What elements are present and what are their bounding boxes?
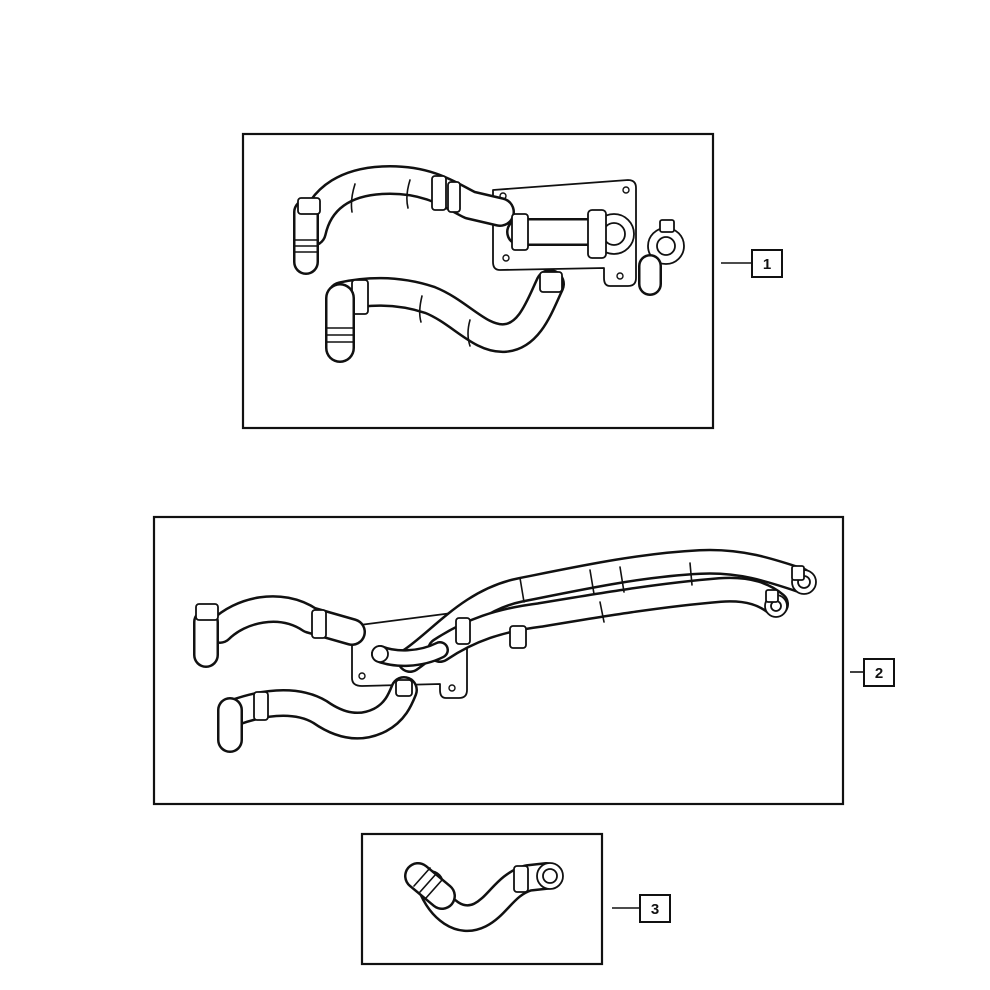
callout-2-label: 2	[875, 665, 883, 682]
callout-2-box	[863, 658, 895, 687]
callout-1-label: 1	[763, 256, 771, 273]
panel-3: 3	[360, 832, 671, 966]
hose-3-illustration	[404, 862, 564, 933]
callout-1-box	[751, 249, 783, 278]
panel-1: 1	[241, 132, 783, 430]
hose-assembly-1-illustration	[293, 165, 685, 363]
callout-3-box	[639, 894, 671, 923]
callout-3-label: 3	[651, 901, 659, 918]
panel-2: 2	[152, 515, 895, 806]
hose-assembly-2-illustration	[193, 548, 817, 753]
